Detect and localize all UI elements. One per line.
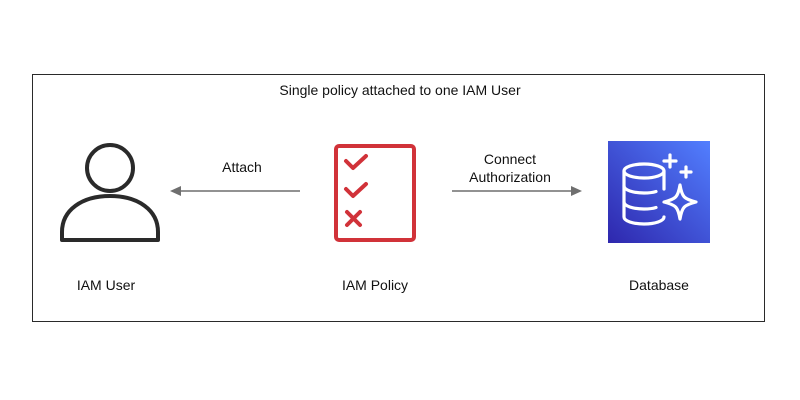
connect-label-line2: Authorization: [469, 169, 551, 185]
attach-label: Attach: [222, 159, 262, 175]
database-label: Database: [629, 277, 689, 293]
iam-user-label: IAM User: [76, 277, 136, 293]
connect-label-line1: Connect: [483, 151, 537, 167]
connect-label: Connect Authorization: [448, 150, 572, 186]
diagram-frame: [32, 74, 765, 322]
database-icon: [608, 141, 710, 243]
policy-checklist-icon: [334, 144, 416, 242]
iam-policy-label: IAM Policy: [341, 277, 409, 293]
diagram-title: Single policy attached to one IAM User: [279, 82, 521, 98]
user-icon: [60, 143, 160, 242]
